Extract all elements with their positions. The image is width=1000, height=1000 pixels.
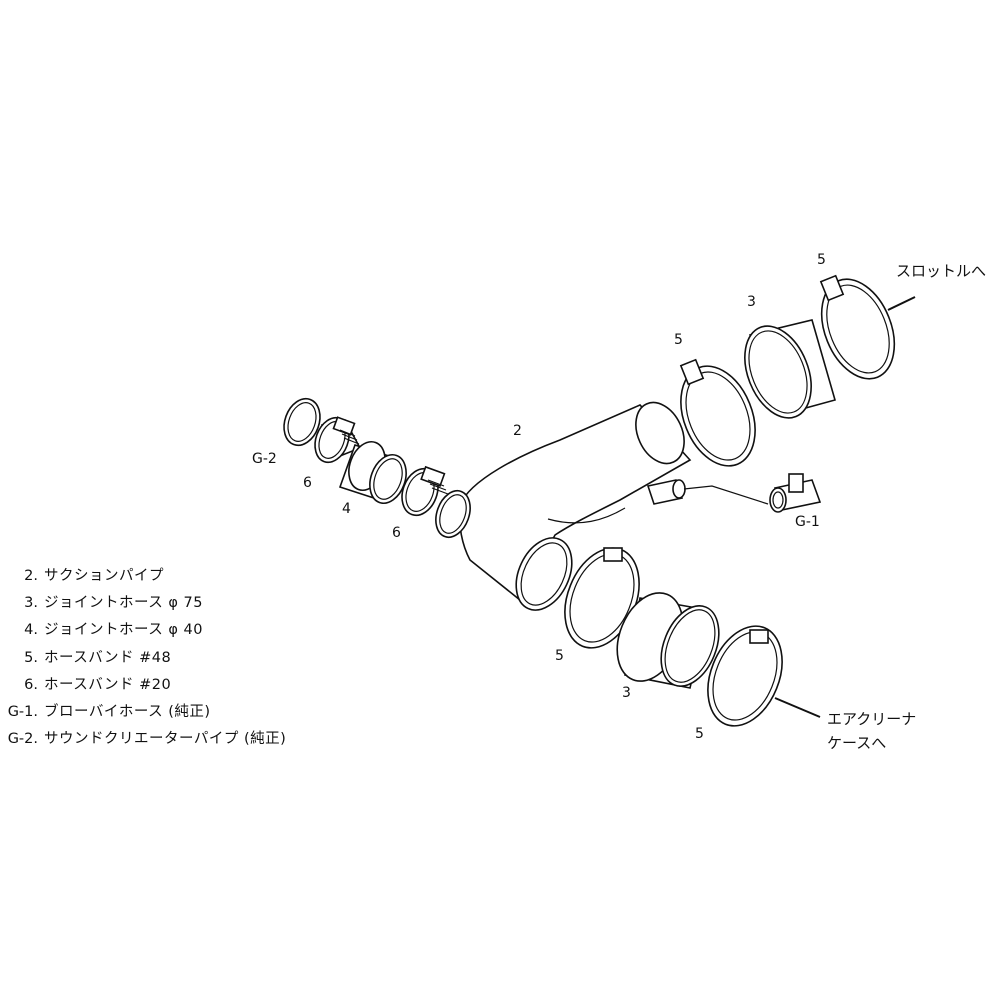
- to-air-cleaner-label-line2: ケースへ: [827, 734, 886, 752]
- callout-3-top: 3: [747, 294, 756, 310]
- callout-5-top-right: 5: [817, 252, 826, 268]
- legend-text: ホースバンド #20: [44, 676, 172, 693]
- callout-2: 2: [513, 423, 522, 439]
- to-air-cleaner-label-line1: エアクリーナ: [827, 710, 916, 728]
- legend-text: サクションパイプ: [44, 568, 164, 584]
- legend-item: 2. サクションパイプ: [2, 563, 286, 590]
- callout-5-mid: 5: [555, 648, 564, 664]
- suction-pipe: [435, 401, 692, 611]
- hose-band-48-bottom: [707, 625, 783, 727]
- legend-item: G-1. ブローバイホース (純正): [2, 699, 286, 726]
- legend-text: ブローバイホース (純正): [44, 703, 211, 720]
- parts-legend: 2. サクションパイプ 3. ジョイントホース φ 75 4. ジョイントホース φ …: [2, 563, 286, 753]
- legend-item: 3. ジョイントホース φ 75: [2, 590, 286, 617]
- legend-number: 5.: [24, 649, 38, 666]
- throttle-lead-line: [887, 296, 916, 311]
- legend-item: 6. ホースバンド #20: [2, 672, 286, 699]
- callout-3-bottom: 3: [622, 685, 631, 701]
- blow-by-hose: [769, 473, 822, 513]
- hose-band-20-left: [314, 416, 362, 464]
- callout-6-left: 6: [303, 475, 312, 491]
- air-cleaner-lead-line: [774, 697, 821, 718]
- legend-text: サウンドクリエーターパイプ (純正): [44, 731, 287, 748]
- legend-text: ジョイントホース φ 40: [44, 622, 204, 639]
- legend-item: 5. ホースバンド #48: [2, 645, 286, 672]
- callout-4: 4: [342, 501, 351, 517]
- joint-hose-40: [338, 440, 407, 505]
- callout-5-bottom: 5: [695, 726, 704, 742]
- legend-number: 2.: [24, 568, 38, 584]
- callout-g2: G-2: [252, 451, 277, 467]
- hose-band-20-right: [401, 465, 449, 517]
- legend-number: 6.: [24, 676, 38, 693]
- callout-g1: G-1: [795, 514, 820, 530]
- legend-number: G-1.: [7, 703, 38, 720]
- joint-hose-75-bottom: [616, 592, 720, 689]
- legend-number: 4.: [24, 622, 38, 639]
- sound-creator-pipe-ring: [283, 397, 321, 447]
- legend-text: ジョイントホース φ 75: [44, 595, 204, 612]
- legend-number: G-2.: [7, 731, 38, 748]
- callout-5-top-mid: 5: [674, 332, 683, 348]
- blow-by-line: [683, 485, 769, 505]
- joint-hose-75-top: [744, 319, 836, 419]
- legend-item: 4. ジョイントホース φ 40: [2, 617, 286, 644]
- hose-band-48-top-right: [819, 274, 896, 380]
- callout-6-right: 6: [392, 525, 401, 541]
- legend-number: 3.: [24, 595, 38, 612]
- to-throttle-label: スロットルへ: [896, 262, 986, 280]
- hose-band-48-top-mid: [679, 358, 756, 467]
- legend-text: ホースバンド #48: [44, 649, 172, 666]
- legend-item: G-2. サウンドクリエーターパイプ (純正): [2, 726, 286, 753]
